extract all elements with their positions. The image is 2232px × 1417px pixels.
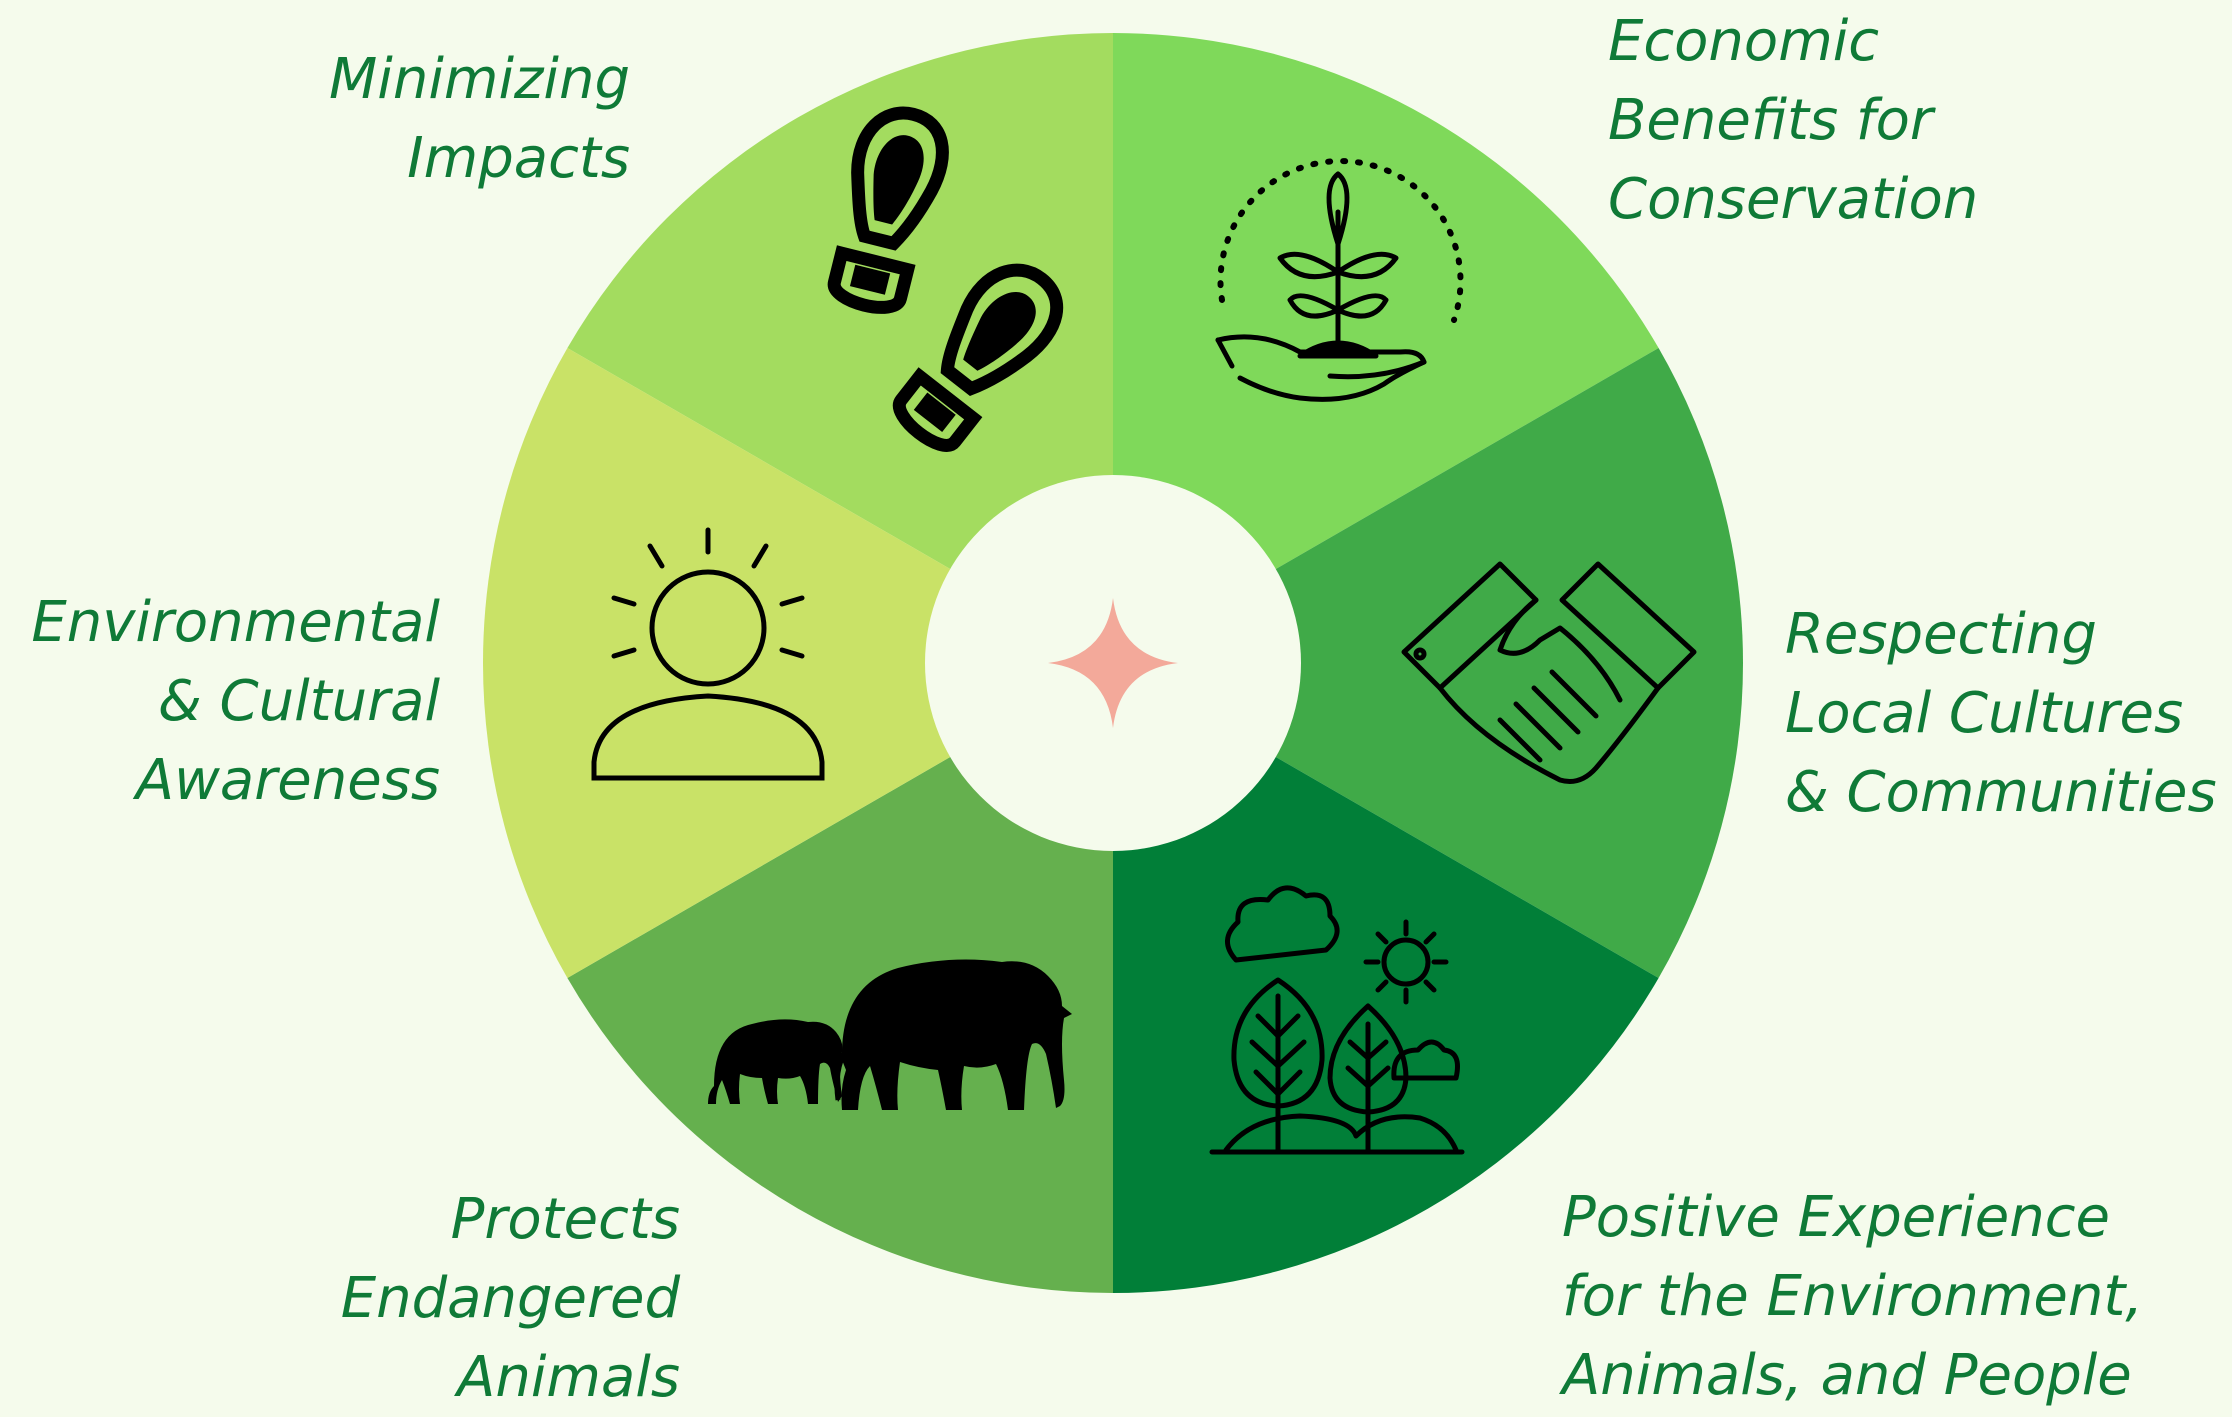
- elephants-icon: [708, 959, 1072, 1110]
- segment-label-economic: Economic Benefits for Conservation: [1608, 2, 2168, 239]
- segment-label-positive: Positive Experience for the Environment,…: [1562, 1178, 2222, 1415]
- segment-label-awareness: Environmental & Cultural Awareness: [10, 583, 440, 820]
- label-line: Local Cultures: [1785, 681, 2184, 746]
- hand-plant-icon: [1215, 158, 1464, 402]
- label-line: Economic: [1608, 9, 1880, 74]
- label-line: Protects: [450, 1187, 680, 1252]
- label-line: & Cultural: [158, 669, 440, 734]
- label-line: Respecting: [1785, 602, 2097, 667]
- wheel-segment-minimizing: [567, 33, 1113, 663]
- label-line: Environmental: [31, 590, 440, 655]
- label-line: Endangered: [340, 1266, 680, 1331]
- label-line: for the Environment,: [1562, 1264, 2144, 1329]
- label-line: Impacts: [407, 126, 630, 191]
- wheel-segments: [482, 33, 1744, 1293]
- segment-label-minimizing: Minimizing Impacts: [210, 40, 630, 198]
- wheel-segment-awareness: [482, 348, 1114, 978]
- label-line: Benefits for: [1608, 88, 1933, 153]
- trees-sun-icon: [1209, 885, 1465, 1155]
- sparkle-star-icon: [1048, 598, 1178, 728]
- segment-label-protects: Protects Endangered Animals: [240, 1180, 680, 1417]
- label-line: Minimizing: [328, 47, 630, 112]
- wheel-segment-protects: [567, 663, 1113, 1293]
- wheel-segment-respecting: [1113, 348, 1744, 978]
- label-line: Animals, and People: [1562, 1343, 2132, 1408]
- label-line: Awareness: [135, 748, 440, 813]
- person-sun-icon: [591, 527, 825, 781]
- handshake-icon: [1401, 561, 1697, 784]
- footprints-icon: [827, 106, 1064, 452]
- segment-label-respecting: Respecting Local Cultures & Communities: [1785, 595, 2225, 832]
- wheel-segment-economic: [1113, 33, 1659, 663]
- label-line: Positive Experience: [1562, 1185, 2110, 1250]
- label-line: Conservation: [1608, 167, 1979, 232]
- wheel-segment-positive: [1113, 663, 1659, 1293]
- label-line: Animals: [457, 1345, 680, 1410]
- label-line: & Communities: [1785, 760, 2217, 825]
